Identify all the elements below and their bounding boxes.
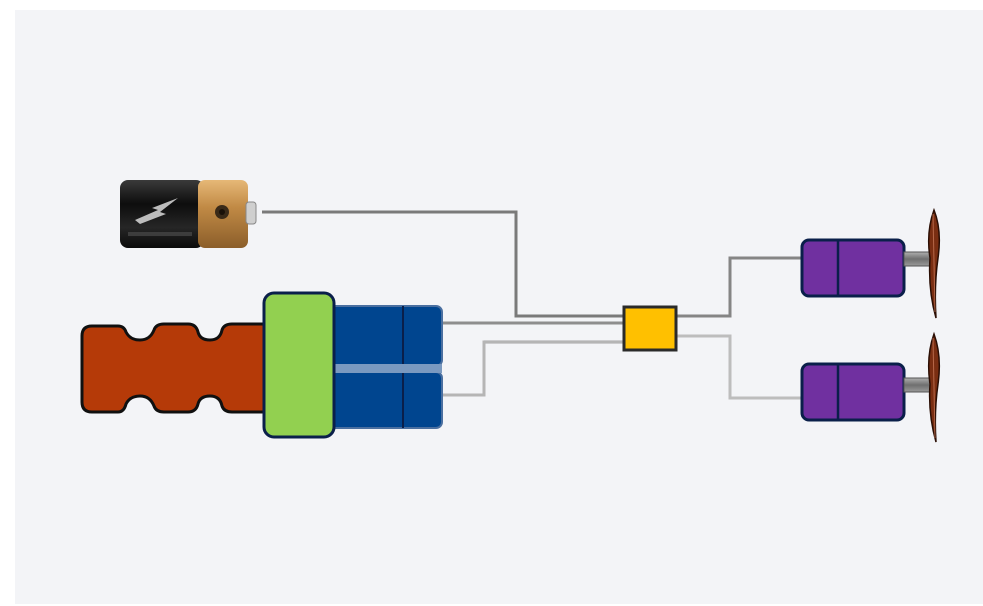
motor-bottom[interactable] [800,331,941,443]
motor-icon [800,238,906,298]
propeller-icon [927,207,941,319]
motor-top[interactable] [800,207,941,319]
diagram-frame [15,10,983,604]
battery[interactable] [120,180,257,248]
dual-motor[interactable] [321,305,443,429]
handle[interactable] [80,322,268,414]
battery-terminal [245,201,257,225]
dual-motor-top [321,305,443,367]
dual-motor-bottom [321,371,443,429]
switch[interactable] [262,291,336,439]
wire-motor-top [676,256,802,318]
propeller-icon [927,331,941,443]
switch-block-icon [262,291,336,439]
battery-bolt-icon [135,198,178,224]
handle-grip-icon [80,322,268,414]
wire-motor-bottom [676,334,802,400]
motor-icon [800,362,906,422]
wires [262,210,802,400]
controller[interactable] [622,305,678,352]
wire-battery [262,210,624,318]
controller-chip-icon [622,305,678,352]
wire-dual-motor-bottom [442,340,624,397]
